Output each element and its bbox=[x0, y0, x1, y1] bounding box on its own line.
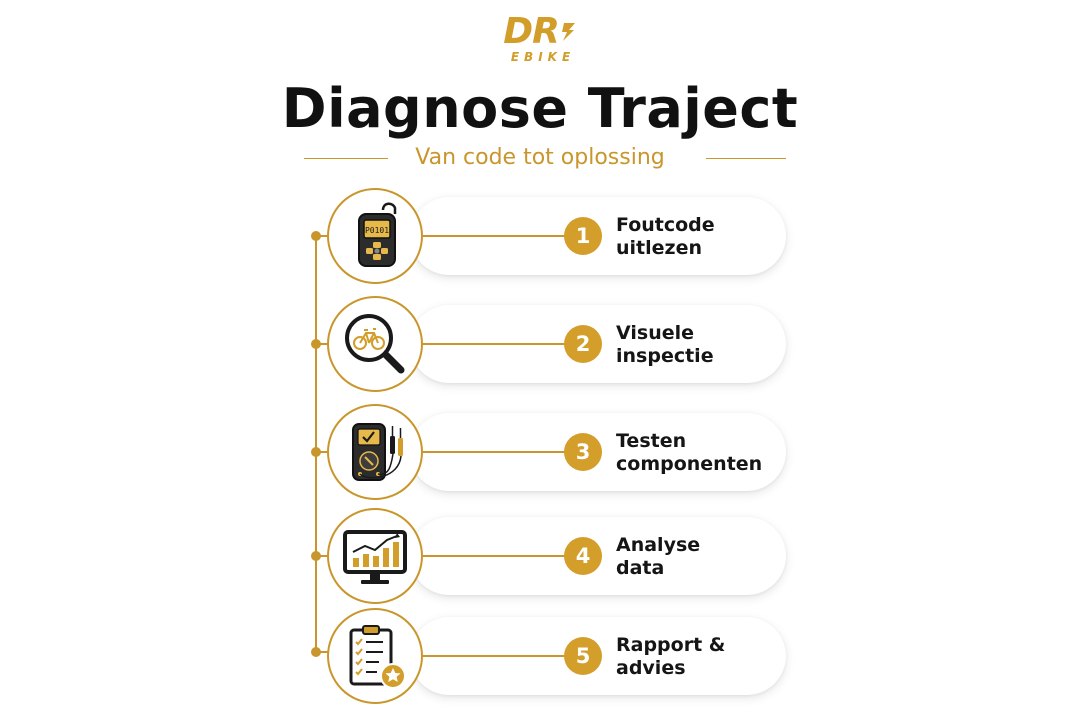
subtitle-rule-right bbox=[706, 158, 786, 159]
timeline-branch bbox=[316, 235, 328, 237]
step-icon-circle: P0101 bbox=[327, 188, 423, 284]
step-connector bbox=[423, 343, 565, 345]
step-label-line2: advies bbox=[616, 657, 686, 679]
step-connector bbox=[423, 451, 565, 453]
step-connector bbox=[423, 235, 565, 237]
page-subtitle: Van code tot oplossing bbox=[415, 145, 665, 170]
timeline-branch bbox=[316, 451, 328, 453]
step-label-line2: componenten bbox=[616, 453, 763, 475]
brand-logo: DR EBIKE bbox=[0, 12, 1080, 63]
multimeter-icon bbox=[352, 423, 403, 481]
step-label: Analyse data bbox=[616, 534, 776, 580]
page-title: Diagnose Traject bbox=[281, 77, 799, 140]
step-connector bbox=[423, 555, 565, 557]
scanner-code: P0101 bbox=[365, 226, 389, 235]
step-number-badge: 3 bbox=[564, 433, 602, 471]
step-icon-circle bbox=[327, 608, 423, 704]
step-label: Visuele inspectie bbox=[616, 322, 776, 368]
clipboard-checklist-star-icon bbox=[349, 625, 406, 689]
step-icon-circle bbox=[327, 404, 423, 500]
step-5: 5 Rapport & advies bbox=[0, 606, 1080, 706]
step-number-badge: 5 bbox=[564, 637, 602, 675]
step-label-line2: inspectie bbox=[616, 345, 714, 367]
step-label: Foutcode uitlezen bbox=[616, 214, 776, 260]
step-4: 4 Analyse data bbox=[0, 506, 1080, 606]
subtitle-rule-left bbox=[304, 158, 388, 159]
step-label: Testen componenten bbox=[616, 430, 776, 476]
step-label-line1: Rapport & bbox=[616, 634, 726, 656]
step-2: 2 Visuele inspectie bbox=[0, 294, 1080, 394]
timeline-line bbox=[315, 236, 317, 652]
step-number-badge: 1 bbox=[564, 217, 602, 255]
step-3: 3 Testen componenten bbox=[0, 402, 1080, 502]
step-label-line1: Analyse bbox=[616, 534, 701, 556]
step-icon-circle bbox=[327, 296, 423, 392]
step-1: P0101 1 Foutcode uitlezen bbox=[0, 186, 1080, 286]
step-label-line1: Foutcode bbox=[616, 214, 715, 236]
magnifier-bicycle-icon bbox=[345, 314, 405, 374]
lightning-bolt-icon bbox=[561, 23, 575, 41]
step-number-badge: 2 bbox=[564, 325, 602, 363]
logo-main-text: DR bbox=[503, 11, 560, 52]
step-label: Rapport & advies bbox=[616, 634, 776, 680]
timeline-branch bbox=[316, 343, 328, 345]
step-label-line2: data bbox=[616, 557, 665, 579]
step-label-line2: uitlezen bbox=[616, 237, 702, 259]
monitor-chart-icon bbox=[343, 530, 407, 584]
step-icon-circle bbox=[327, 508, 423, 604]
timeline-branch bbox=[316, 651, 328, 653]
step-number-badge: 4 bbox=[564, 537, 602, 575]
logo-sub-text: EBIKE bbox=[510, 50, 576, 64]
step-connector bbox=[423, 655, 565, 657]
obd-scanner-icon: P0101 bbox=[358, 202, 397, 267]
step-label-line1: Visuele bbox=[616, 322, 695, 344]
step-label-line1: Testen bbox=[616, 430, 687, 452]
timeline-branch bbox=[316, 555, 328, 557]
